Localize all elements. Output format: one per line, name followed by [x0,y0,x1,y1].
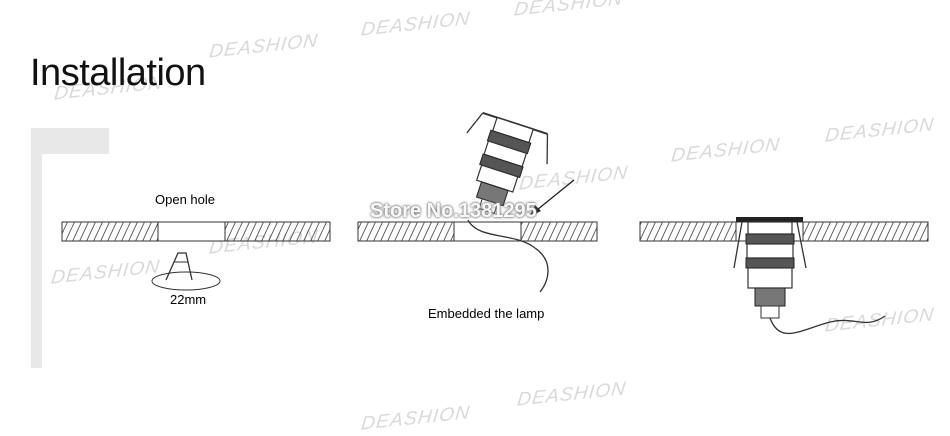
step-dimension: 22mm [170,292,207,307]
step-label-embedded-lamp: Embedded the lamp [428,306,545,321]
lamp-cable [769,315,886,335]
store-watermark: Store No.1381295 [370,200,537,222]
lamp-cable [467,219,549,293]
lamp-icon [466,111,549,214]
drill-icon [151,252,221,291]
page-title: Installation [30,52,206,94]
panel-installed-lamp [639,217,929,335]
installation-diagram [31,111,929,368]
step-label-open-hole: Open hole [155,192,215,207]
panel-open-hole [61,221,331,291]
panel-embedded-lamp [357,111,598,293]
corner-bracket [31,128,109,368]
lamp-icon [733,217,807,319]
arrow-icon [529,179,575,217]
